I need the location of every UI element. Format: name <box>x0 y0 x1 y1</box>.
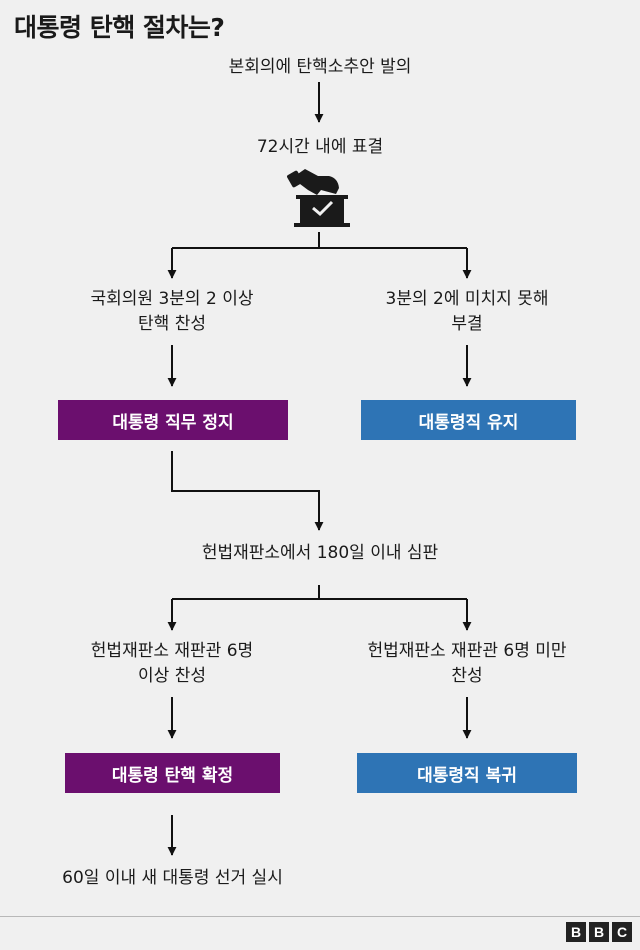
box-presidency-restored: 대통령직 복귀 <box>357 753 577 793</box>
step-pass-line1: 국회의원 3분의 2 이상 <box>90 289 254 309</box>
step-uphold-line2: 이상 찬성 <box>138 666 206 686</box>
ballot-box-icon <box>287 169 350 227</box>
logo-letter: B <box>566 922 586 942</box>
step-pass-line2: 탄핵 찬성 <box>138 314 206 334</box>
step-reject-line2: 찬성 <box>451 666 483 686</box>
logo-letter: C <box>612 922 632 942</box>
box-presidency-kept: 대통령직 유지 <box>361 400 576 440</box>
step-vote: 72시간 내에 표결 <box>256 137 384 157</box>
bbc-logo: B B C <box>566 922 632 942</box>
footer-divider <box>0 916 640 917</box>
arrow-suspend-to-court <box>171 451 324 531</box>
step-motion: 본회의에 탄핵소추안 발의 <box>228 57 412 77</box>
logo-letter: B <box>589 922 609 942</box>
step-court-review: 헌법재판소에서 180일 이내 심판 <box>201 543 439 563</box>
step-fail-line1: 3분의 2에 미치지 못해 <box>385 289 549 309</box>
step-reject-line1: 헌법재판소 재판관 6명 미만 <box>367 641 567 661</box>
box-duty-suspended: 대통령 직무 정지 <box>58 400 288 440</box>
page-title: 대통령 탄핵 절차는? <box>14 13 225 42</box>
box-impeachment-confirmed: 대통령 탄핵 확정 <box>65 753 280 793</box>
step-uphold-line1: 헌법재판소 재판관 6명 <box>90 641 254 661</box>
step-fail-line2: 부결 <box>451 314 483 334</box>
step-new-election: 60일 이내 새 대통령 선거 실시 <box>62 868 283 888</box>
